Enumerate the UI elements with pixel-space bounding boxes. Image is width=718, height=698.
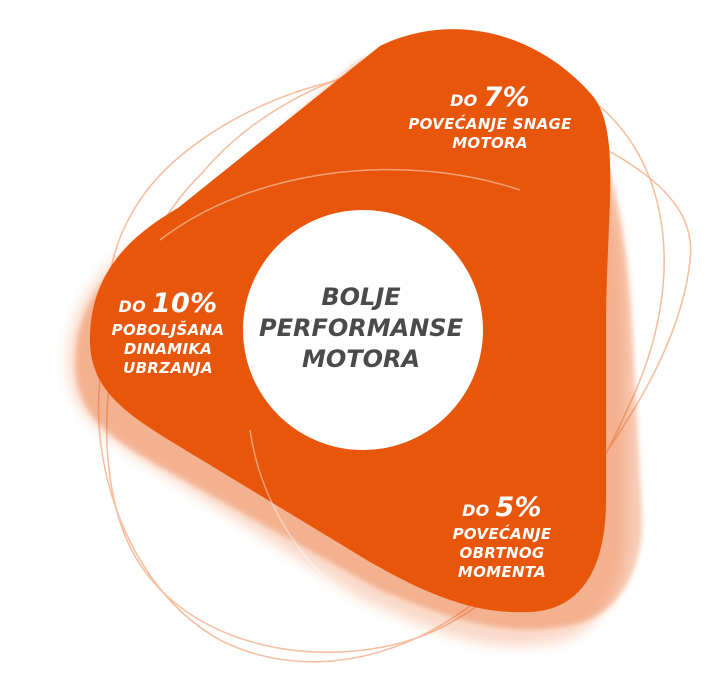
center-title: BOLJE PERFORMANSE MOTORA bbox=[256, 282, 466, 376]
segment-left-value: 10% bbox=[151, 288, 218, 319]
center-title-line-1: BOLJE bbox=[321, 283, 401, 311]
segment-left-line-2: DINAMIKA bbox=[123, 339, 213, 358]
segment-bottom-prefix: DO bbox=[462, 501, 490, 520]
segment-left-label: DO 10% POBOLJŠANA DINAMIKA UBRZANJA bbox=[86, 286, 250, 377]
center-circle bbox=[243, 210, 483, 450]
segment-bottom-headline: DO 5% bbox=[426, 490, 578, 525]
segment-top-line-1: POVEĆANJE SNAGE bbox=[408, 115, 572, 134]
segment-top-label: DO 7% POVEĆANJE SNAGE MOTORA bbox=[400, 80, 580, 153]
segment-left-line-1: POBOLJŠANA bbox=[111, 321, 225, 340]
segment-left-headline: DO 10% bbox=[86, 286, 250, 321]
segment-top-prefix: DO bbox=[450, 91, 478, 110]
segment-left-line-3: UBRZANJA bbox=[123, 358, 213, 377]
inner-arc-1 bbox=[159, 168, 521, 241]
segment-top-value: 7% bbox=[483, 82, 530, 113]
segment-bottom-line-3: MOMENTA bbox=[457, 562, 547, 581]
center-title-line-3: MOTORA bbox=[301, 345, 421, 374]
segment-bottom-line-1: POVEĆANJE bbox=[452, 525, 552, 544]
inner-arcs bbox=[159, 168, 521, 591]
inner-arc-2 bbox=[249, 429, 341, 591]
center-title-line-2: PERFORMANSE bbox=[259, 314, 463, 343]
segment-bottom-value: 5% bbox=[495, 492, 542, 523]
segment-bottom-line-2: OBRTNOG bbox=[459, 543, 545, 562]
segment-top-line-2: MOTORA bbox=[452, 133, 528, 152]
segment-top-headline: DO 7% bbox=[400, 80, 580, 115]
segment-bottom-label: DO 5% POVEĆANJE OBRTNOG MOMENTA bbox=[426, 490, 578, 581]
segment-left-prefix: DO bbox=[118, 297, 147, 316]
